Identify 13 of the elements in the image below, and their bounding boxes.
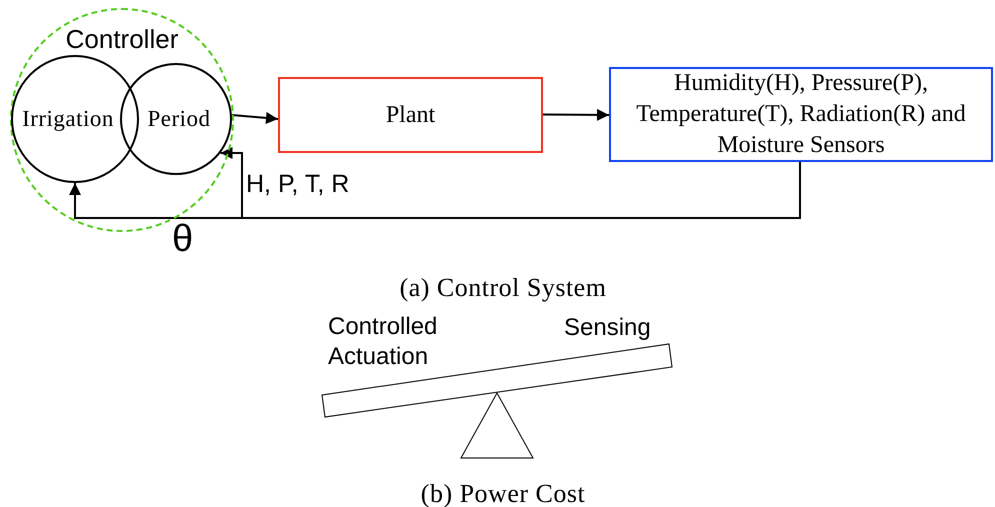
node-label: Controller	[66, 26, 178, 52]
process-box	[278, 77, 543, 153]
text-label: Sensing	[564, 313, 651, 343]
text-label: Controlled Actuation	[328, 312, 438, 372]
node-label: Period	[147, 104, 211, 133]
arrow	[69, 162, 801, 219]
process-box	[609, 67, 993, 162]
caption: (a) Control System	[400, 272, 606, 304]
node-label: Irrigation	[22, 104, 114, 133]
node-label: Plant	[386, 101, 436, 130]
arrow	[232, 112, 278, 124]
node-label: Humidity(H), Pressure(P), Temperature(T), Radiation(R) and Moisture Sensors	[635, 69, 967, 160]
arrow	[543, 108, 609, 121]
